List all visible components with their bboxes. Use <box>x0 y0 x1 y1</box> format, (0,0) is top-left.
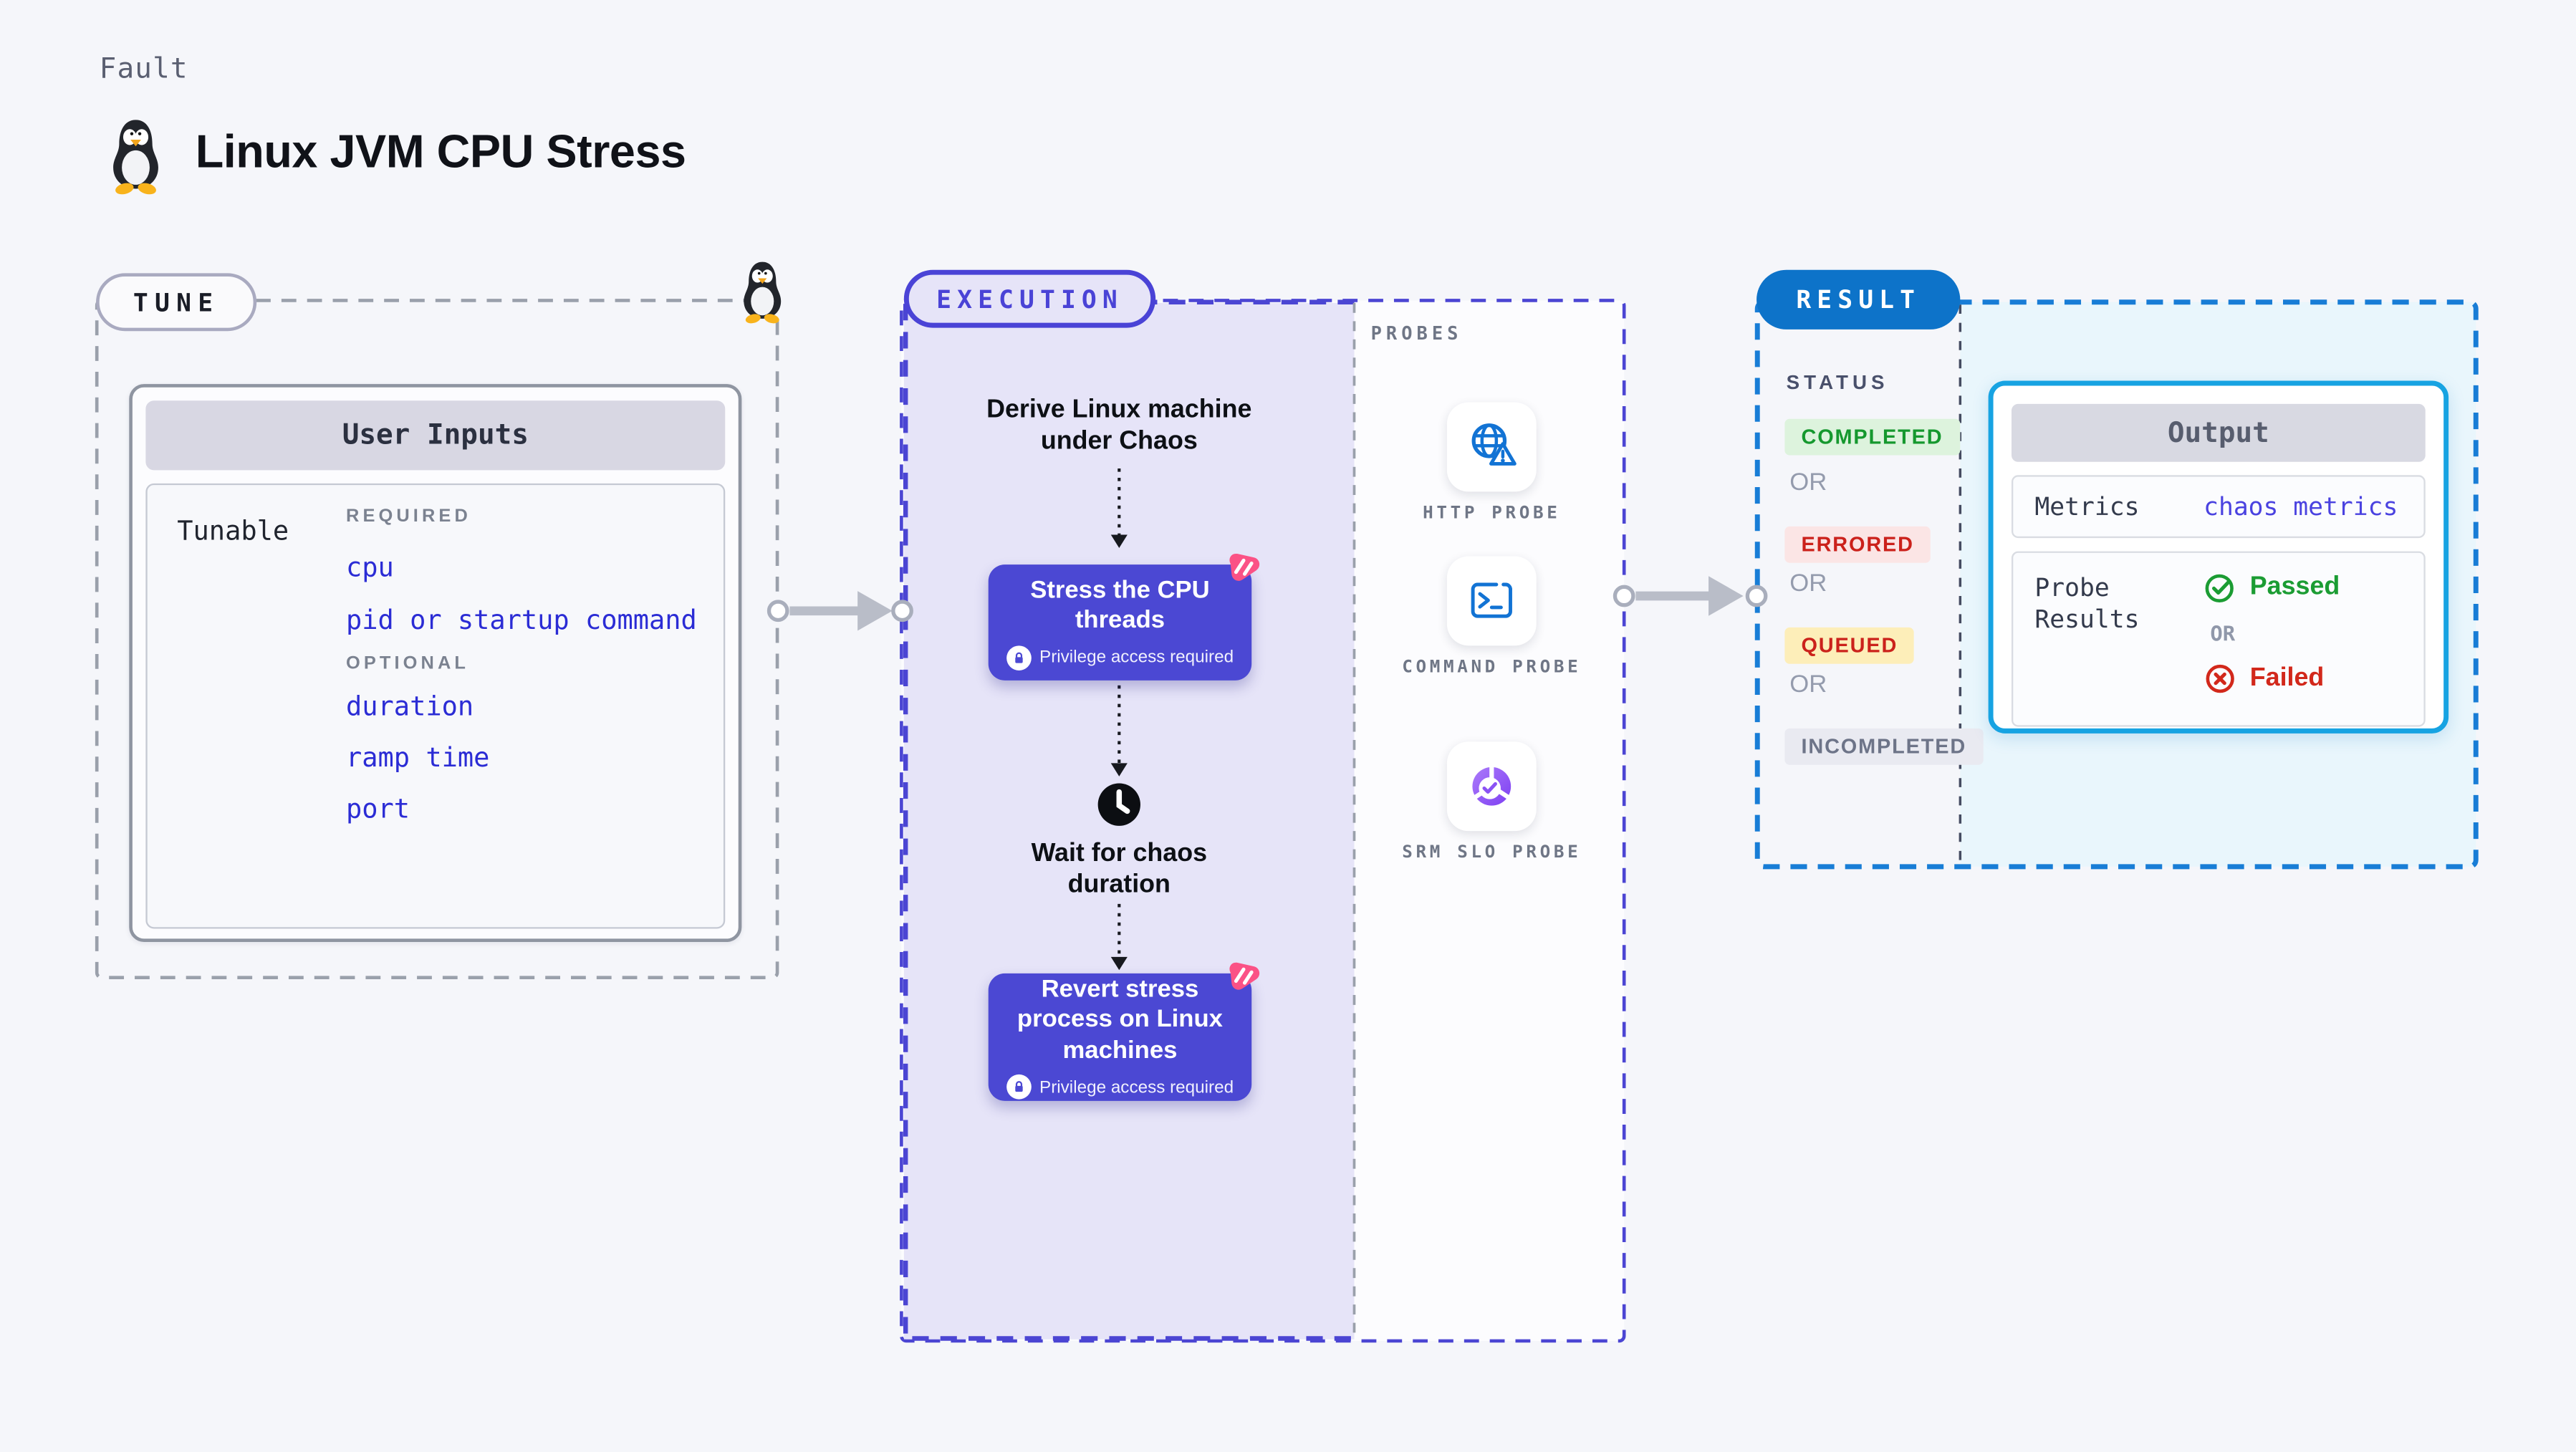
linux-tux-icon <box>744 261 782 324</box>
execution-badge: EXECUTION <box>903 269 1156 328</box>
tunable-field-ramp-time[interactable]: ramp time <box>346 741 490 774</box>
stress-cpu-node-label: Stress the CPU threads <box>1030 575 1210 635</box>
revert-stress-node[interactable]: Revert stress process on Linux machines … <box>988 973 1252 1101</box>
or-label: OR <box>1789 468 1827 497</box>
globe-warning-icon <box>1471 423 1517 466</box>
tune-to-execution-arrow <box>766 591 913 631</box>
user-inputs-body: Tunable REQUIRED cpu pid or startup comm… <box>145 483 726 929</box>
metrics-value-link[interactable]: chaos metrics <box>2203 491 2398 521</box>
fault-kicker: Fault <box>99 52 188 87</box>
flow-connector-arrowheads <box>1110 534 1128 971</box>
status-badge-queued: QUEUED <box>1784 627 1915 664</box>
slo-donut-check-icon <box>1472 765 1512 806</box>
probe-results-label: Probe Results <box>2034 572 2140 635</box>
http-probe-label: HTTP PROBE <box>1423 503 1561 524</box>
wait-step-text: Wait for chaos duration <box>1031 839 1208 899</box>
x-circle-icon <box>2206 664 2234 693</box>
status-badge-completed: COMPLETED <box>1784 418 1960 456</box>
command-probe-card[interactable] <box>1446 556 1537 646</box>
lock-icon <box>1006 645 1032 670</box>
clock-icon <box>1097 783 1140 826</box>
output-title: Output <box>2011 403 2426 462</box>
required-group-label: REQUIRED <box>346 506 471 527</box>
tunable-field-duration[interactable]: duration <box>346 690 474 722</box>
probes-heading: PROBES <box>1370 322 1463 345</box>
privilege-note-text: Privilege access required <box>1039 1077 1234 1097</box>
or-label: OR <box>1789 569 1827 598</box>
probe-results-row: Probe Results Passed OR Failed <box>2011 551 2426 727</box>
tune-section-border <box>95 299 779 980</box>
chaos-logo-icon <box>1229 962 1260 990</box>
privilege-note: Privilege access required <box>1006 645 1234 670</box>
command-probe-label: COMMAND PROBE <box>1402 657 1582 678</box>
or-label: OR <box>1789 670 1827 699</box>
linux-tux-icon <box>113 120 158 195</box>
http-probe-card[interactable] <box>1446 402 1537 492</box>
user-inputs-title: User Inputs <box>145 400 726 471</box>
status-heading: STATUS <box>1786 370 1889 395</box>
chaos-logo-icon <box>1229 553 1260 581</box>
tunable-field-pid-or-startup-command[interactable]: pid or startup command <box>346 604 697 636</box>
user-inputs-card: User Inputs Tunable REQUIRED cpu pid or … <box>129 384 742 943</box>
tunable-field-port[interactable]: port <box>346 793 410 824</box>
metrics-row: Metrics chaos metrics <box>2011 475 2426 539</box>
check-circle-icon <box>2205 574 2234 603</box>
failed-label: Failed <box>2249 663 2325 693</box>
srm-slo-probe-label: SRM SLO PROBE <box>1402 842 1582 863</box>
stress-cpu-node[interactable]: Stress the CPU threads Privilege access … <box>988 564 1252 681</box>
status-badge-incompleted: INCOMPLETED <box>1784 728 1984 765</box>
derive-step-text: Derive Linux machine under Chaos <box>986 395 1252 456</box>
privilege-note: Privilege access required <box>1006 1074 1234 1100</box>
page-title: Linux JVM CPU Stress <box>195 125 686 178</box>
revert-stress-node-label: Revert stress process on Linux machines <box>1017 974 1223 1064</box>
tunable-label: Tunable <box>177 514 289 547</box>
tunable-field-cpu[interactable]: cpu <box>346 551 394 583</box>
metrics-label: Metrics <box>2034 491 2140 521</box>
result-badge: RESULT <box>1756 269 1961 330</box>
passed-label: Passed <box>2249 572 2340 601</box>
srm-slo-probe-card[interactable] <box>1446 741 1537 832</box>
status-badge-errored: ERRORED <box>1784 526 1931 563</box>
tune-badge: TUNE <box>96 273 257 332</box>
passed-row: Passed <box>2203 571 2340 604</box>
failed-row: Failed <box>2203 662 2340 695</box>
output-card: Output Metrics chaos metrics Probe Resul… <box>1988 380 2449 734</box>
execution-to-result-arrow <box>1613 576 1768 616</box>
lock-icon <box>1006 1074 1032 1100</box>
optional-group-label: OPTIONAL <box>346 653 470 674</box>
privilege-note-text: Privilege access required <box>1039 647 1234 668</box>
terminal-icon <box>1471 582 1512 618</box>
or-label: OR <box>2210 620 2236 646</box>
